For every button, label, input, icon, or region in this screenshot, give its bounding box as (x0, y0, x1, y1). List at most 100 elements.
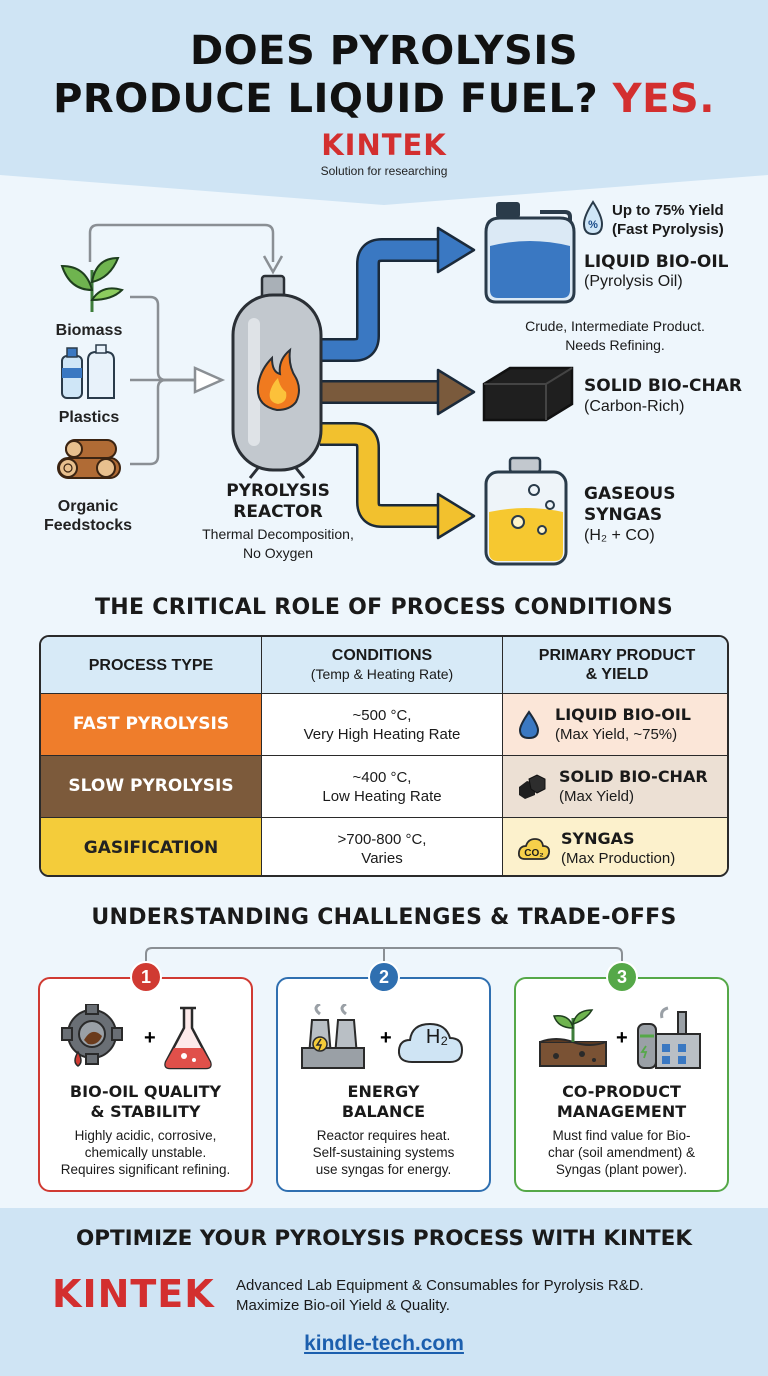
table-header-process-type: PROCESS TYPE (41, 637, 262, 694)
slow-product-label: SOLID BIO-CHAR (559, 767, 708, 786)
table-header-product: PRIMARY PRODUCT & YIELD (503, 637, 727, 694)
title-line-2: PRODUCE LIQUID FUEL? YES. (0, 76, 768, 122)
challenge-1-body-line-1: Highly acidic, corrosive, (74, 1128, 217, 1143)
reactor-subtitle-line-2: No Oxygen (242, 545, 314, 561)
footer-description: Advanced Lab Equipment & Consumables for… (236, 1276, 644, 1316)
table-row-gasification-product: CO₂ SYNGAS (Max Production) (503, 818, 727, 875)
char-title: SOLID BIO-CHAR (584, 376, 742, 396)
challenge-2-title-line-1: ENERGY (347, 1082, 420, 1101)
challenge-1-illustration: + (61, 1004, 212, 1070)
fast-product-label: LIQUID BIO-OIL (555, 705, 691, 724)
title-question: PRODUCE LIQUID FUEL? (53, 76, 599, 122)
challenge-2-title-line-2: BALANCE (341, 1102, 426, 1121)
conditions-section-title: THE CRITICAL ROLE OF PROCESS CONDITIONS (94, 595, 674, 620)
gas-arrow (320, 424, 442, 526)
oil-drop-icon (518, 709, 540, 739)
co2-label: CO₂ (524, 847, 544, 859)
plus-sign-1: + (144, 1027, 156, 1049)
website-link[interactable]: kindle-tech.com (304, 1332, 464, 1355)
oil-note-line-1: Crude, Intermediate Product. (525, 318, 705, 334)
soil-sprout-icon (539, 1009, 607, 1067)
char-subtitle: (Carbon-Rich) (584, 398, 685, 415)
challenge-1-title-line-2: & STABILITY (90, 1102, 201, 1121)
percent-glyph: % (588, 219, 598, 231)
header-brand-logo: KINTEK (321, 128, 447, 162)
gasification-product-yield: (Max Production) (561, 850, 676, 867)
challenge-3-title-line-2: MANAGEMENT (556, 1102, 687, 1121)
challenge-card-energy-balance (276, 977, 491, 1192)
footer-link-wrapper: kindle-tech.com (0, 1332, 768, 1356)
gasification-rate: Varies (361, 849, 403, 867)
table-header-conditions: CONDITIONS (Temp & Heating Rate) (262, 637, 503, 694)
title-answer: YES. (612, 76, 715, 122)
bio-oil-jug-icon (484, 202, 576, 304)
challenge-1-body-line-3: Requires significant refining. (60, 1162, 231, 1177)
char-arrowhead (436, 368, 476, 416)
bio-char-block-icon (482, 366, 574, 422)
challenge-3-body-line-1: Must find value for Bio- (552, 1128, 691, 1143)
table-row-fast-type: FAST PYROLYSIS (41, 694, 262, 756)
header-tagline: Solution for researching (320, 164, 448, 178)
flame-icon (256, 347, 300, 412)
syngas-jar-icon (484, 456, 568, 566)
gas-arrowhead (436, 492, 476, 540)
challenge-3-body-line-2: char (soil amendment) & (547, 1145, 696, 1160)
table-row-slow-conditions: ~400 °C, Low Heating Rate (262, 756, 503, 818)
table-row-fast-product: LIQUID BIO-OIL (Max Yield, ~75%) (503, 694, 727, 756)
fast-product-yield: (Max Yield, ~75%) (555, 726, 678, 743)
challenge-2-body-line-2: Self-sustaining systems (312, 1145, 455, 1160)
oil-yield-line-2: (Fast Pyrolysis) (612, 221, 724, 238)
header-conditions-sublabel: (Temp & Heating Rate) (310, 666, 454, 682)
oil-yield-note: Up to 75% Yield (Fast Pyrolysis) (612, 201, 724, 239)
challenge-badge-3: 3 (606, 961, 638, 993)
power-plant-icon (301, 1004, 365, 1069)
table-row-slow-type: SLOW PYROLYSIS (41, 756, 262, 818)
factory-icon (637, 1006, 701, 1069)
oil-yield-line-1: Up to 75% Yield (612, 202, 724, 219)
gas-title-line-1: GASEOUS (584, 484, 676, 504)
oil-note-line-2: Needs Refining. (565, 337, 665, 353)
feed-loop-arrow (88, 223, 275, 262)
slow-product-yield: (Max Yield) (559, 788, 635, 805)
feedstock-organic-label: Organic Feedstocks (43, 498, 133, 534)
feed-loop-arrowhead (262, 255, 284, 275)
table-row-fast-conditions: ~500 °C, Very High Heating Rate (262, 694, 503, 756)
hydrogen-cloud-icon (397, 1022, 464, 1063)
slow-rate: Low Heating Rate (322, 787, 442, 805)
challenge-2-body: Reactor requires heat. Self-sustaining s… (278, 1127, 489, 1178)
header-process-type-label: PROCESS TYPE (88, 656, 214, 674)
challenge-3-title-line-1: CO-PRODUCT (562, 1082, 681, 1101)
header-conditions-label: CONDITIONS (331, 647, 433, 664)
challenges-section-title: UNDERSTANDING CHALLENGES & TRADE-OFFS (91, 905, 677, 930)
gasification-product-label: SYNGAS (561, 829, 635, 848)
plus-sign-3: + (616, 1027, 628, 1049)
reactor-title-line-2: REACTOR (233, 502, 323, 522)
feed-arrow-organics (130, 378, 195, 466)
oil-arrow-outline (320, 238, 442, 362)
table-row-gasification-type: GASIFICATION (41, 818, 262, 875)
header-product-line-2: & YIELD (585, 666, 649, 683)
challenge-3-body: Must find value for Bio- char (soil amen… (516, 1127, 727, 1178)
bottles-icon (61, 344, 115, 399)
footer-brand-logo: KINTEK (52, 1272, 215, 1316)
challenge-badge-2: 2 (368, 961, 400, 993)
flask-icon (164, 1006, 212, 1070)
table-row-slow-product: SOLID BIO-CHAR (Max Yield) (503, 756, 727, 818)
gas-title-line-2: SYNGAS (584, 505, 663, 525)
char-chunks-icon (519, 773, 546, 799)
challenge-1-body-line-2: chemically unstable. (84, 1145, 207, 1160)
pyrolysis-flow-diagram: % (57, 200, 604, 566)
leaves-icon (60, 256, 124, 312)
oil-drop-yield-icon: % (582, 200, 604, 236)
challenges-connector-lines (145, 947, 623, 962)
challenge-3-body-line-3: Syngas (plant power). (555, 1162, 688, 1177)
challenge-2-body-line-1: Reactor requires heat. (316, 1128, 451, 1143)
feed-arrowhead (193, 366, 226, 394)
gasification-temp: >700-800 °C, (337, 830, 427, 848)
footer-title: OPTIMIZE YOUR PYROLYSIS PROCESS WITH KIN… (75, 1226, 693, 1251)
oil-title: LIQUID BIO-OIL (584, 252, 729, 272)
h2-label: H₂ (425, 1026, 449, 1048)
reactor-subtitle-line-1: Thermal Decomposition, (202, 526, 354, 542)
gear-oil-icon (61, 1004, 123, 1067)
fast-temp: ~500 °C, (352, 706, 412, 724)
